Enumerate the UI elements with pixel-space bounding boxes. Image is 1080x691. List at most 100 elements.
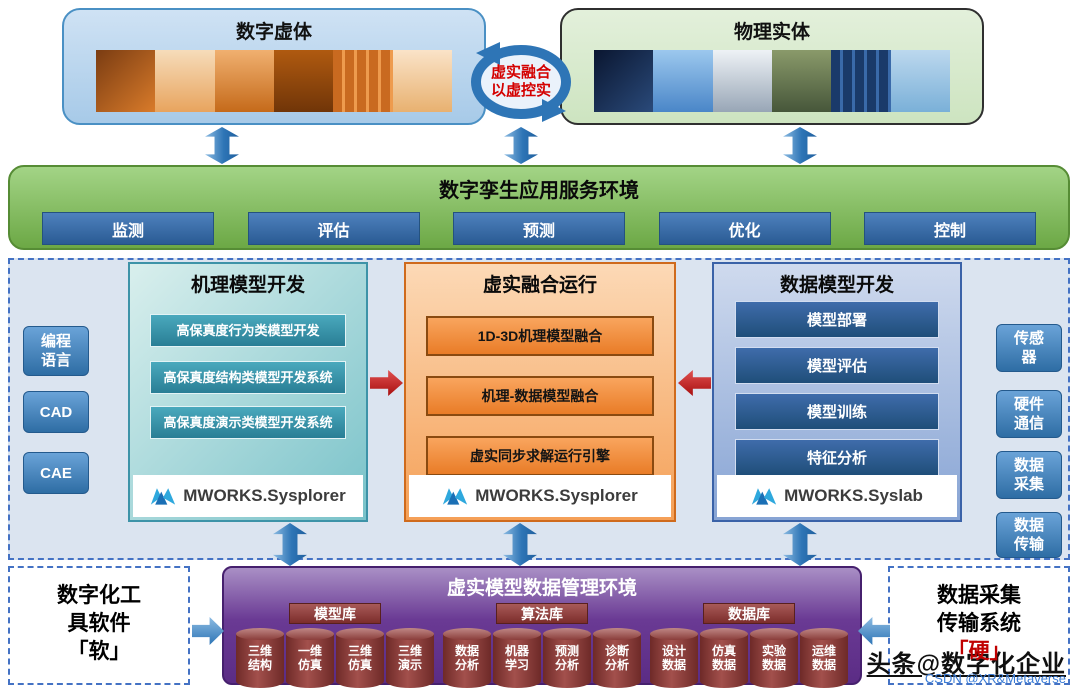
mworks-product-bar: MWORKS.Sysplorer [409,475,671,517]
cylinder-line: 数据 [661,658,686,672]
database-cylinder: 一维仿真 [286,628,334,688]
tool-label: 硬件通信 [1013,396,1044,432]
blue-arrow-right [192,617,224,645]
hard-tag: 「硬」 [947,640,1011,663]
cylinder-line: 分析 [454,658,479,672]
cylinder-line: 机器 [504,644,529,658]
column-title: 数据模型开发 [779,275,894,296]
column-title: 虚实融合运行 [482,275,597,296]
sensor-tool: 传感器 [996,324,1062,372]
cycle-arrows-icon [471,42,571,122]
database-cylinder: 设计数据 [650,628,698,688]
column-item: 高保真度行为类模型开发 [150,314,346,347]
tool-label: 编程语言 [40,333,71,369]
cylinder-line: 数据 [454,644,479,658]
product-name: MWORKS.Sysplorer [183,486,346,505]
column-item: 高保真度结构类模型开发系统 [150,361,346,394]
fusion-operation-column: 虚实融合运行 1D-3D机理模型融合 机理-数据模型融合 虚实同步求解运行引擎 … [404,262,676,522]
space-shuttle-image [594,50,654,112]
data-management-title: 虚实模型数据管理环境 [446,578,637,599]
cylinder-line: 实验 [761,644,786,658]
column-title: 机理模型开发 [190,275,305,296]
optimize-button: 优化 [658,212,831,245]
label-line: 数据采集 [937,584,1021,607]
cylinder-line: 设计 [661,644,686,658]
label-line: 传输系统 [937,612,1021,635]
database-cylinder: 诊断分析 [593,628,641,688]
database-group: 数据库 设计数据 仿真数据 实验数据 运维数据 [648,603,850,688]
tool-label: 数据传输 [1013,517,1044,553]
physical-entity-title: 物理实体 [733,22,810,43]
database-cylinder: 三维仿真 [336,628,384,688]
column-item: 1D-3D机理模型融合 [426,316,654,356]
database-cylinder: 仿真数据 [700,628,748,688]
service-environment-bar: 数字孪生应用服务环境 监测 评估 预测 优化 控制 [8,165,1070,250]
tank-image [771,50,832,112]
cylinder-line: 数据 [711,658,736,672]
solar-panels-image [333,50,393,112]
solar-panels-image [831,50,891,112]
column-item: 模型训练 [735,393,939,430]
control-button: 控制 [864,212,1036,245]
database-cylinder: 预测分析 [543,628,591,688]
digital-image-strip [64,50,484,112]
cylinder-line: 学习 [504,658,529,672]
mworks-product-bar: MWORKS.Sysplorer [133,475,363,517]
digital-virtual-title: 数字虚体 [235,22,312,43]
fusion-line2: 以虚控实 [490,82,551,99]
evaluate-button: 评估 [247,212,420,245]
toutiao-watermark: 头条@数字化企业 [866,651,1066,678]
library-label: 模型库 [289,603,381,624]
cae-tool: CAE [23,452,89,494]
wind-turbines-image [392,50,452,112]
fighter-jet-image [155,50,215,112]
tool-label: CAE [40,464,72,482]
space-shuttle-image [96,50,156,112]
cylinder-line: 三维 [347,644,372,658]
cylinder-row: 数据分析 机器学习 预测分析 诊断分析 [443,628,641,688]
cylinder-line: 仿真 [297,658,322,672]
tool-label: 传感器 [1013,330,1044,366]
updown-arrow [205,127,239,164]
cylinder-line: 一维 [297,644,322,658]
column-item: 模型评估 [735,347,939,384]
mworks-logo-icon [443,488,468,505]
tool-label: CAD [39,403,73,421]
database-cylinder: 实验数据 [750,628,798,688]
digital-virtual-panel: 数字虚体 [62,8,486,125]
cylinder-line: 三维 [247,644,272,658]
algorithm-library-group: 算法库 数据分析 机器学习 预测分析 诊断分析 [441,603,643,688]
predict-button: 预测 [453,212,625,245]
product-name: MWORKS.Syslab [784,486,923,505]
cylinder-line: 预测 [554,644,579,658]
cylinder-line: 运维 [811,644,836,658]
programming-language-tool: 编程语言 [23,326,89,376]
label-line: 具软件 [67,612,131,635]
physical-entity-panel: 物理实体 [560,8,984,125]
cylinder-line: 仿真 [347,658,372,672]
fighter-jet-image [653,50,713,112]
cylinder-line: 演示 [397,658,422,672]
model-library-group: 模型库 三维结构 一维仿真 三维仿真 三维演示 [234,603,436,688]
label-line: 数字化工 [57,584,141,607]
data-acquisition-tool: 数据采集 [996,451,1062,499]
cylinder-line: 三维 [397,644,422,658]
hardware-comm-tool: 硬件通信 [996,390,1062,438]
cylinder-line: 诊断 [604,644,629,658]
data-acquisition-label-box: 数据采集 传输系统 「硬」 [888,566,1070,685]
mworks-logo-icon [151,488,176,505]
blue-arrow-left [858,617,890,645]
wind-turbines-image [890,50,950,112]
cylinder-line: 数据 [761,658,786,672]
high-speed-train-image [712,50,772,112]
product-name: MWORKS.Sysplorer [475,486,638,505]
mworks-product-bar: MWORKS.Syslab [717,475,957,517]
csdn-watermark: CSDN @XR&Metaverse [924,671,1066,686]
database-cylinder: 运维数据 [800,628,848,688]
database-cylinder: 数据分析 [443,628,491,688]
service-buttons-row: 监测 评估 预测 优化 控制 [10,212,1068,245]
data-transmission-tool: 数据传输 [996,512,1062,558]
software-tools-label-box: 数字化工 具软件 「软」 [8,566,190,685]
column-item: 特征分析 [735,439,939,476]
library-groups-row: 模型库 三维结构 一维仿真 三维仿真 三维演示 算法库 数据分析 机器学习 预测… [224,600,860,688]
